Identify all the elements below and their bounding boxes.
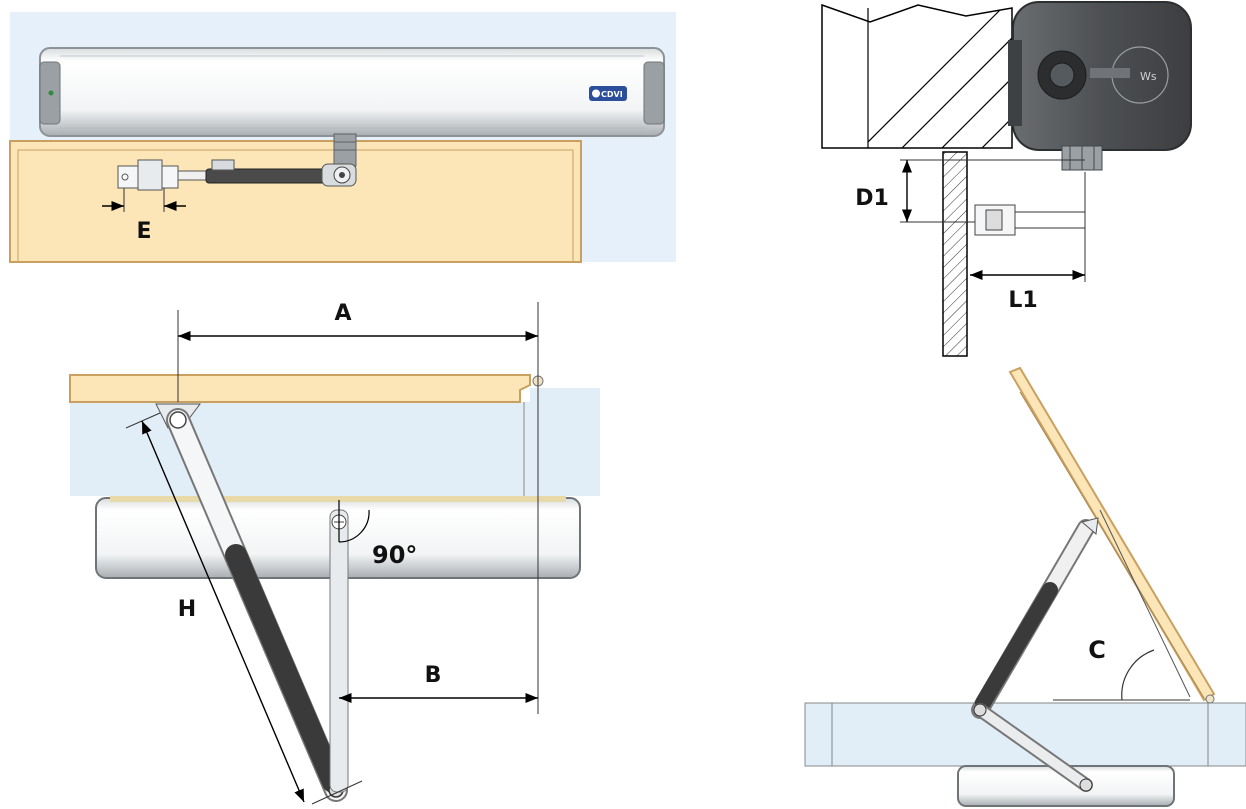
- dimension-label-b: B: [425, 663, 442, 688]
- door-section: [942, 151, 968, 357]
- arm-open: [971, 517, 1099, 792]
- panel-bottom-left: A 90° H B: [69, 301, 600, 805]
- dimension-label-a: A: [334, 301, 351, 326]
- panel-top-left: CDVI E: [9, 12, 676, 263]
- hinge-icon: [1205, 694, 1215, 704]
- panel-top-right: Ws D1 L1: [821, 1, 1192, 357]
- dimension-label-e: E: [136, 219, 151, 244]
- brand-badge: [589, 86, 627, 101]
- dimension-label-l1: L1: [1008, 288, 1037, 313]
- panel-bottom-right: C: [804, 366, 1246, 807]
- sliding-arm: [117, 159, 357, 191]
- dimension-label-h: H: [178, 597, 196, 622]
- operator-body: CDVI: [39, 47, 665, 137]
- angle-label-90: 90°: [372, 541, 417, 569]
- operator-side-view: Ws: [1008, 1, 1192, 171]
- door-leaf-top-view: [69, 374, 531, 403]
- brand-logo: CDVI: [601, 90, 623, 99]
- arm-vertical: [329, 509, 349, 793]
- dimension-label-d1: D1: [855, 186, 889, 211]
- door-leaf: [9, 140, 582, 263]
- lintel: [821, 3, 1013, 149]
- angle-label-c: C: [1088, 636, 1106, 664]
- operator-badge: Ws: [1140, 70, 1157, 83]
- status-led-icon: [48, 90, 54, 96]
